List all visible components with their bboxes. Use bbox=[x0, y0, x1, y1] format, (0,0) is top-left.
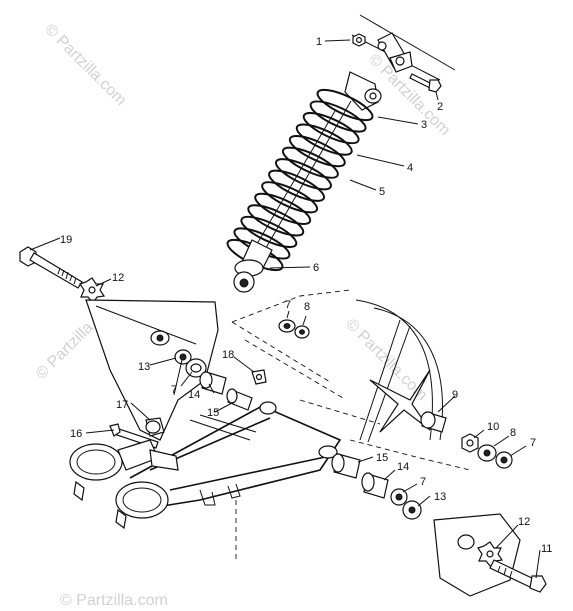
callout-1: 1 bbox=[316, 36, 322, 48]
callout-14-lower: 14 bbox=[397, 461, 409, 473]
shock-damper bbox=[233, 239, 273, 293]
spring-coil bbox=[254, 192, 312, 225]
bolt-11 bbox=[489, 559, 547, 593]
spring-coil bbox=[275, 158, 332, 191]
bushing-9 bbox=[420, 411, 447, 433]
spring-coil bbox=[288, 135, 346, 168]
shock-body bbox=[246, 100, 352, 262]
spring-coil bbox=[240, 215, 298, 248]
spring-coil bbox=[281, 146, 339, 179]
clamp-left-1 bbox=[69, 439, 159, 502]
clamp-left-2 bbox=[115, 449, 179, 530]
left-plate bbox=[85, 299, 219, 441]
washer-7-upper bbox=[278, 319, 296, 333]
star-nut-12-upper bbox=[79, 277, 106, 305]
washer-7-lower bbox=[390, 488, 408, 506]
washer-13-lower bbox=[402, 500, 422, 520]
callout-13-upper: 13 bbox=[138, 361, 150, 373]
spring-coil bbox=[261, 181, 319, 214]
spacer-15-upper bbox=[226, 388, 253, 411]
watermark-5: © Partzilla.com bbox=[60, 592, 168, 609]
callout-19: 19 bbox=[60, 234, 72, 246]
callout-12-upper: 12 bbox=[112, 272, 124, 284]
shock-top-eye bbox=[344, 71, 382, 111]
callout-labels: 1 2 3 4 5 6 7 8 19 12 13 7 18 14 15 17 1… bbox=[60, 36, 552, 555]
nut-10 bbox=[461, 433, 479, 453]
callout-7-lower: 7 bbox=[420, 476, 426, 488]
callout-7-upper: 7 bbox=[285, 299, 291, 311]
callout-2: 2 bbox=[437, 101, 443, 113]
washer-8-right bbox=[477, 444, 497, 462]
spring-coil bbox=[302, 112, 360, 145]
leader-lines bbox=[29, 39, 541, 579]
frame-upper-mount bbox=[351, 14, 456, 81]
washer-8-upper bbox=[294, 325, 310, 339]
callout-4: 4 bbox=[407, 162, 413, 174]
callout-5: 5 bbox=[379, 186, 385, 198]
washer-7-right bbox=[495, 451, 513, 469]
callout-8-right: 8 bbox=[510, 427, 516, 439]
right-sprocket bbox=[355, 299, 443, 443]
callout-6: 6 bbox=[313, 262, 319, 274]
shock-spring bbox=[226, 88, 374, 272]
callout-17: 17 bbox=[116, 399, 128, 411]
bumper-17 bbox=[145, 417, 165, 437]
callout-9: 9 bbox=[452, 389, 458, 401]
spring-coil bbox=[316, 88, 374, 122]
right-plate bbox=[433, 513, 521, 597]
nut-1 bbox=[352, 33, 366, 47]
spring-coil bbox=[268, 169, 325, 202]
washer-13-upper bbox=[174, 349, 192, 365]
callout-16: 16 bbox=[70, 428, 82, 440]
bushing-14-lower bbox=[361, 472, 389, 499]
callout-3: 3 bbox=[421, 119, 427, 131]
callout-11: 11 bbox=[541, 543, 552, 555]
callout-8-upper: 8 bbox=[304, 301, 310, 313]
callout-7-left: 7 bbox=[171, 384, 177, 396]
dashed-mount-outline bbox=[231, 289, 471, 560]
callout-7-right: 7 bbox=[530, 437, 536, 449]
a-arm bbox=[129, 401, 342, 509]
callout-12-lower: 12 bbox=[518, 516, 530, 528]
callout-15-lower: 15 bbox=[376, 452, 388, 464]
callout-14-upper: 14 bbox=[188, 389, 200, 401]
callout-15-upper: 15 bbox=[207, 407, 219, 419]
spring-coil bbox=[295, 123, 353, 156]
spring-coil bbox=[309, 100, 367, 133]
spacer-15-lower bbox=[331, 453, 361, 479]
spring-coil bbox=[247, 204, 305, 237]
watermark-1: © Partzilla.com bbox=[41, 21, 129, 109]
callout-10: 10 bbox=[487, 421, 499, 433]
bolt-2 bbox=[409, 73, 442, 93]
grease-fitting-18 bbox=[251, 369, 267, 385]
callout-18: 18 bbox=[222, 349, 234, 361]
callout-13-lower: 13 bbox=[434, 491, 446, 503]
bolt-19 bbox=[19, 246, 83, 289]
